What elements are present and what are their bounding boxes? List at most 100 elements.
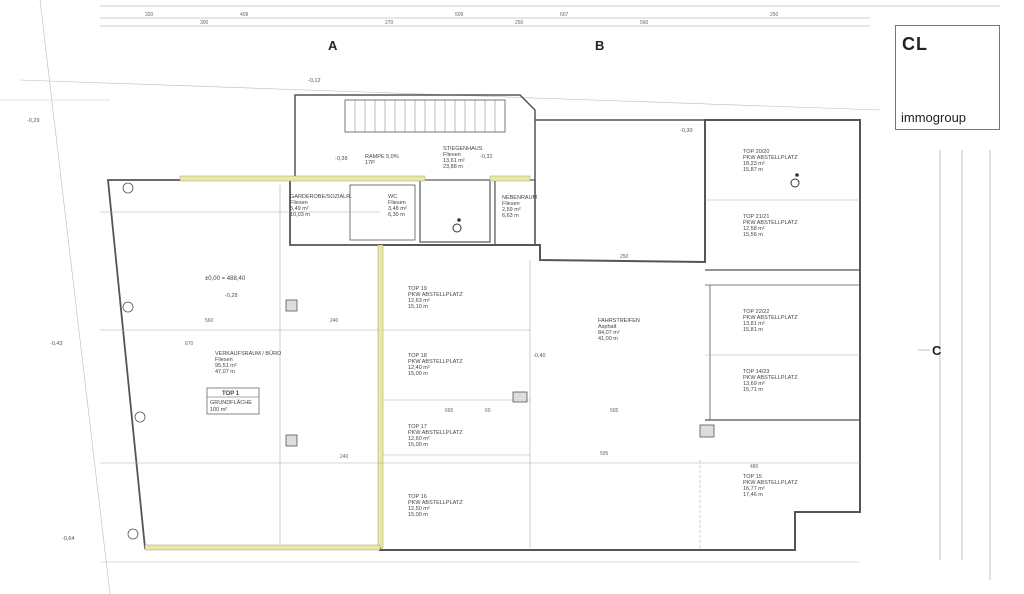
room-label: 2,59 m² (502, 207, 521, 213)
grid-axis-c: C (932, 343, 942, 358)
room-label: Fliesen (290, 200, 308, 206)
top-dimension-labels: 320 300 409 270 509 250 607 560 250 (145, 12, 779, 26)
room-label: 5,49 m² (290, 206, 309, 212)
room-label: 41,00 m (598, 336, 618, 342)
parking-space-label: 12,40 m² (408, 365, 430, 371)
room-label: STIEGENHAUS (443, 146, 483, 152)
room-label: 95,51 m² (215, 363, 237, 369)
top1-value: 100 m² (210, 407, 227, 413)
dimension-label: 595 (600, 451, 609, 457)
parking-space-label: 15,56 m (743, 232, 763, 238)
logo-name: immogroup (901, 110, 967, 125)
parking-space-label: PKW ABSTELLPLATZ (408, 292, 463, 298)
dimension-label: 409 (240, 12, 249, 18)
top1-label: GRUNDFLÄCHE (210, 399, 252, 406)
grid-axis-a: A (328, 38, 338, 53)
dimension-label: 560 (205, 318, 214, 324)
company-logo: CL immogroup (895, 25, 1000, 130)
room-label: Fliesen (502, 201, 520, 207)
room-label: GARDEROBE/SOZIALR. (290, 194, 352, 200)
parking-space-label: 16,77 m² (743, 486, 765, 492)
room-label: 10,03 m (290, 212, 310, 218)
parking-space-label: PKW ABSTELLPLATZ (743, 220, 798, 226)
parking-space-label: TOP 18 (408, 353, 427, 359)
dimension-label: 509 (455, 12, 464, 18)
parking-space-label: TOP 15 (743, 474, 762, 480)
room-label: RAMPE 5,0% (365, 154, 399, 160)
parking-space-label: PKW ABSTELLPLATZ (743, 480, 798, 486)
parking-space-label: TOP 20/20 (743, 149, 769, 155)
parking-space-label: 15,10 m (408, 304, 428, 310)
parking-space-label: 15,81 m (743, 327, 763, 333)
level-mark: -0,29 (27, 118, 40, 124)
parking-space-label: 12,63 m² (408, 298, 430, 304)
parking-space-label: 15,87 m (743, 167, 763, 173)
dimension-label: 240 (340, 454, 349, 460)
parking-space-label: TOP 17 (408, 424, 427, 430)
room-label: 6,30 m (388, 212, 405, 218)
dimension-label: 480 (750, 464, 759, 470)
parking-space-label: 12,58 m² (743, 226, 765, 232)
parking-space-label: 15,00 m (408, 371, 428, 377)
level-mark: -0,64 (62, 536, 75, 542)
room-label: Fliesen (388, 200, 406, 206)
parking-space-label: PKW ABSTELLPLATZ (743, 315, 798, 321)
parking-space-label: 13,81 m² (743, 321, 765, 327)
wheelchair-icons (452, 173, 800, 233)
parking-space-label: 15,00 m (408, 442, 428, 448)
columns (122, 182, 715, 540)
parking-space-label: 15,71 m (743, 387, 763, 393)
room-label: WC (388, 194, 397, 200)
insulation-strips (144, 175, 531, 551)
room-label: 47,07 m (215, 369, 235, 375)
top1-box: TOP 1 GRUNDFLÄCHE 100 m² (206, 387, 260, 415)
parking-space-label: TOP 16 (408, 494, 427, 500)
parking-space-label: PKW ABSTELLPLATZ (408, 359, 463, 365)
room-label: 17P (365, 160, 375, 166)
parking-space-label: 15,00 m (408, 512, 428, 518)
room-label: Fliesen (215, 357, 233, 363)
room-label: 6,63 m (502, 213, 519, 219)
room-label: VERKAUFSRAUM / BÜRO (215, 350, 282, 357)
dimension-label: 320 (145, 12, 154, 18)
level-mark: -0,38 (335, 156, 348, 162)
dimension-label: 250 (515, 20, 524, 26)
parking-space-label: 12,50 m² (408, 506, 430, 512)
parking-space-label: PKW ABSTELLPLATZ (408, 430, 463, 436)
dimension-lines (0, 0, 1000, 594)
level-mark: -0,43 (50, 341, 63, 347)
room-label: 23,88 m (443, 164, 463, 170)
parking-space-label: TOP 21/21 (743, 214, 769, 220)
level-mark: -0,30 (680, 128, 693, 134)
dimension-label: 607 (560, 12, 569, 18)
parking-space-label: PKW ABSTELLPLATZ (743, 375, 798, 381)
parking-space-label: 12,60 m² (408, 436, 430, 442)
parking-space-label: PKW ABSTELLPLATZ (408, 500, 463, 506)
room-label: 13,61 m² (443, 158, 465, 164)
level-mark: -0,40 (533, 353, 546, 359)
parking-space-label: 18,23 m² (743, 161, 765, 167)
level-mark: -0,28 (225, 293, 238, 299)
parking-space-label: 13,69 m² (743, 381, 765, 387)
dimension-label: 560 (640, 20, 649, 26)
level-mark: -0,32 (480, 154, 493, 160)
dimension-label: 300 (200, 20, 209, 26)
parking-space-label: TOP 22/22 (743, 309, 769, 315)
parking-dividers (100, 185, 860, 548)
dimension-label: 250 (770, 12, 779, 18)
parking-space-label: PKW ABSTELLPLATZ (743, 155, 798, 161)
room-label: Asphalt (598, 324, 617, 330)
logo-mark: CL (902, 34, 928, 54)
datum-label: ±0,00 = 488,40 (205, 276, 246, 282)
dimension-label: 270 (385, 20, 394, 26)
dimension-label: 505 (610, 408, 619, 414)
room-label: 84,07 m² (598, 330, 620, 336)
dimension-label: 240 (330, 318, 339, 324)
top1-title: TOP 1 (222, 391, 240, 397)
room-label: 3,48 m² (388, 206, 407, 212)
room-label: Fliesen (443, 152, 461, 158)
dimension-label: 250 (620, 254, 629, 260)
